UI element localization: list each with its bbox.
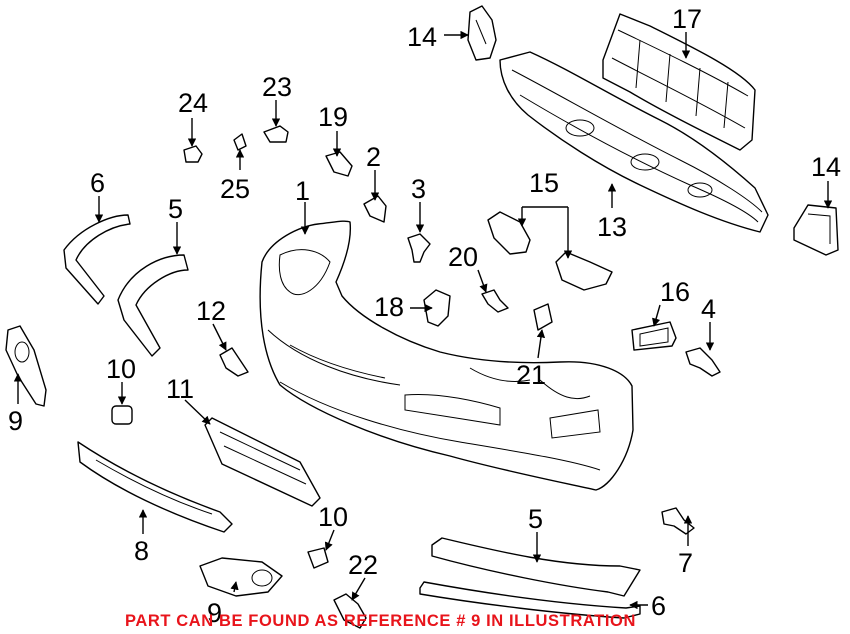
upper-carrier-part [602, 13, 756, 151]
callout-14-right: 14 [811, 152, 841, 182]
bumper-cover-part [259, 220, 634, 491]
clip-22-part [333, 593, 367, 629]
callout-16: 16 [660, 277, 690, 307]
leader-12 [212, 323, 227, 351]
leader-16 [652, 304, 661, 327]
lower-grille-strip-detail [95, 459, 213, 515]
callout-15: 15 [529, 168, 559, 198]
callout-10-upper: 10 [106, 354, 136, 384]
license-plate-bracket-detail [219, 431, 307, 485]
callout-12: 12 [196, 296, 226, 326]
bracket-upper-part [467, 5, 497, 61]
bolt-4-part [685, 347, 721, 377]
callout-4: 4 [701, 294, 716, 324]
callout-10-lower: 10 [318, 502, 348, 532]
bolt-3-part [407, 233, 431, 263]
callout-19: 19 [318, 102, 348, 132]
leader-22 [351, 577, 366, 601]
callout-22: 22 [348, 550, 378, 580]
callout-6-lower: 6 [651, 591, 666, 621]
callout-3: 3 [411, 174, 426, 204]
clip-21-part [533, 303, 553, 331]
clip-12-part [219, 347, 249, 377]
marker-lamp-lens [639, 327, 669, 347]
callout-1: 1 [295, 176, 310, 206]
clip-23-part [263, 125, 289, 143]
leader-21 [536, 329, 546, 359]
trim-molding-lower-part [419, 581, 641, 619]
leader-10-lower [324, 529, 335, 551]
reference-notice: PART CAN BE FOUND AS REFERENCE # 9 IN IL… [125, 612, 636, 630]
callout-9-lower: 9 [207, 598, 222, 628]
fog-lamp-cover-left-hole [14, 341, 30, 363]
side-bracket-right-part [555, 251, 613, 291]
spacer-lower-part [307, 547, 329, 569]
leader-20 [477, 269, 488, 293]
clip-18-part [423, 289, 451, 327]
leader-9-lower [230, 581, 239, 593]
callout-13: 13 [597, 212, 627, 242]
bolt-20-part [481, 289, 509, 313]
trim-molding-upper-part [63, 214, 131, 305]
fog-lamp-cover-left-part [5, 325, 47, 407]
callout-6-upper: 6 [90, 168, 105, 198]
lower-grille-strip-part [77, 441, 233, 533]
side-bracket-left-part [487, 211, 531, 255]
callout-23: 23 [262, 72, 292, 102]
trim-strip-lower-part [431, 537, 641, 597]
callout-17: 17 [672, 4, 702, 34]
clip-19-part [325, 151, 353, 177]
clip-25-part [233, 133, 247, 151]
callout-18: 18 [374, 292, 404, 322]
fog-lamp-cover-lower-part [199, 557, 283, 597]
bracket-upper-detail [475, 19, 487, 45]
callout-2: 2 [366, 142, 381, 172]
bracket-right-part [793, 204, 839, 256]
callout-9-left: 9 [8, 406, 23, 436]
callout-20: 20 [448, 242, 478, 272]
callout-11: 11 [166, 374, 194, 404]
bracket-right-detail [807, 213, 831, 244]
callout-5-lower: 5 [528, 504, 543, 534]
clip-24-part [183, 145, 203, 163]
callout-14-upper: 14 [407, 22, 437, 52]
callout-7: 7 [678, 548, 693, 578]
bolt-7-part [661, 507, 695, 535]
callout-21: 21 [516, 360, 546, 390]
leader-11 [184, 399, 211, 425]
callout-8: 8 [134, 536, 149, 566]
marker-lamp-part [631, 321, 677, 351]
callout-25: 25 [220, 174, 250, 204]
trim-strip-upper-part [117, 254, 189, 357]
callout-24: 24 [178, 88, 208, 118]
license-plate-bracket-part [204, 417, 321, 507]
spacer-upper-part [111, 405, 133, 425]
reinforcement-beam-part [499, 51, 769, 233]
callout-5-upper: 5 [168, 194, 183, 224]
fog-lamp-cover-lower-hole [251, 569, 273, 587]
